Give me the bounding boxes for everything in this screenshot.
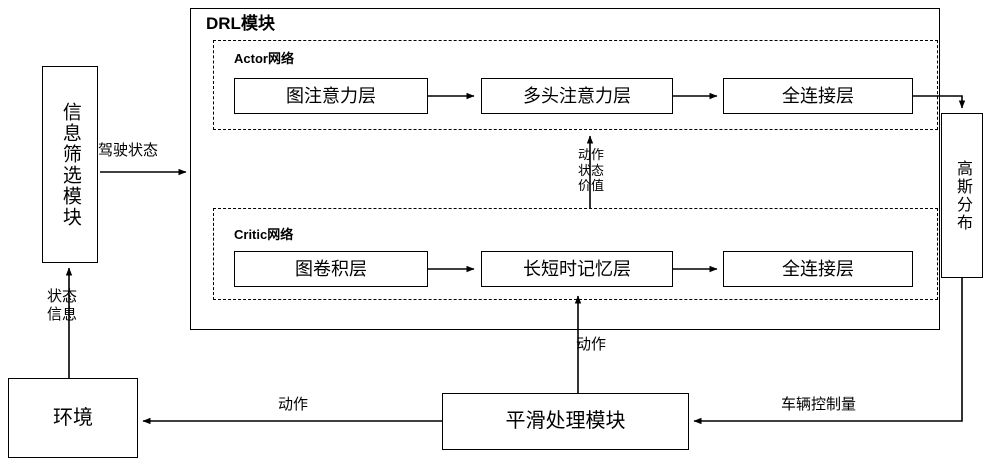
edge-label-vehicle-control: 车辆控制量: [781, 396, 857, 413]
info-filter-module[interactable]: 信息筛选模块: [42, 66, 98, 263]
gaussian-distribution-module[interactable]: 高斯分布: [941, 113, 983, 278]
critic-network-label: Critic网络: [234, 227, 294, 242]
environment-module[interactable]: 环境: [8, 378, 138, 458]
edge-label-action-left: 动作: [278, 396, 309, 413]
actor-graph-attention-layer[interactable]: 图注意力层: [234, 78, 428, 114]
edge-label-state-info: 状态 信息: [46, 288, 77, 323]
actor-multihead-attention-layer[interactable]: 多头注意力层: [481, 78, 673, 114]
actor-network-group: [213, 40, 938, 130]
drl-module-title: DRL模块: [206, 14, 275, 33]
edge-label-driving-state: 驾驶状态: [98, 142, 159, 159]
critic-lstm-layer[interactable]: 长短时记忆层: [481, 251, 673, 287]
info-filter-module-label: 信息筛选模块: [59, 101, 81, 228]
gaussian-distribution-label: 高斯分布: [954, 159, 971, 232]
edge-label-action-state-value: 动作 状态 价值: [577, 147, 604, 194]
smoothing-module[interactable]: 平滑处理模块: [442, 393, 689, 450]
edge-label-action-up: 动作: [575, 336, 606, 353]
actor-network-label: Actor网络: [234, 51, 294, 66]
critic-graph-convolution-layer[interactable]: 图卷积层: [234, 251, 428, 287]
actor-fully-connected-layer[interactable]: 全连接层: [723, 78, 913, 114]
critic-fully-connected-layer[interactable]: 全连接层: [723, 251, 913, 287]
